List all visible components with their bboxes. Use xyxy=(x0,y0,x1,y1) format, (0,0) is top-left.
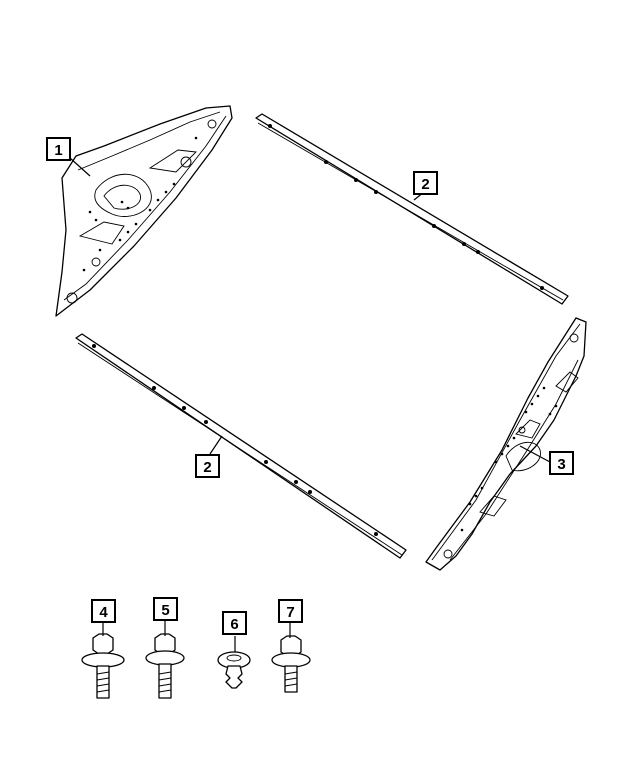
callout-4-label: 4 xyxy=(99,604,108,621)
part-1-bracket-panel xyxy=(55,105,233,317)
callout-3-label: 3 xyxy=(557,456,565,473)
callout-2-upper-label: 2 xyxy=(421,176,429,193)
part-2-strip-upper xyxy=(255,113,569,305)
part-4-bolt xyxy=(81,633,125,699)
leader-line-2-lower xyxy=(209,435,223,455)
part-3-bracket-panel xyxy=(425,317,587,571)
callout-2-lower: 2 xyxy=(195,454,220,478)
callout-2-lower-label: 2 xyxy=(203,459,211,476)
part-7-bolt xyxy=(271,635,311,693)
part-6-push-pin xyxy=(217,651,251,689)
callout-4: 4 xyxy=(91,599,116,623)
callout-2-upper: 2 xyxy=(413,171,438,195)
callout-1-label: 1 xyxy=(54,142,62,159)
callout-6: 6 xyxy=(222,611,247,635)
leader-line-1 xyxy=(69,157,91,177)
leader-line-3 xyxy=(519,445,551,463)
callout-7-label: 7 xyxy=(286,604,294,621)
part-3-perforations xyxy=(460,386,558,532)
callout-5: 5 xyxy=(153,597,178,621)
part-1-perforations xyxy=(82,136,198,272)
callout-6-label: 6 xyxy=(230,616,238,633)
part-5-bolt xyxy=(145,633,185,699)
callout-3: 3 xyxy=(549,451,574,475)
callout-1: 1 xyxy=(46,137,71,161)
callout-5-label: 5 xyxy=(161,602,169,619)
callout-7: 7 xyxy=(278,599,303,623)
part-2-strip-lower xyxy=(75,333,407,559)
